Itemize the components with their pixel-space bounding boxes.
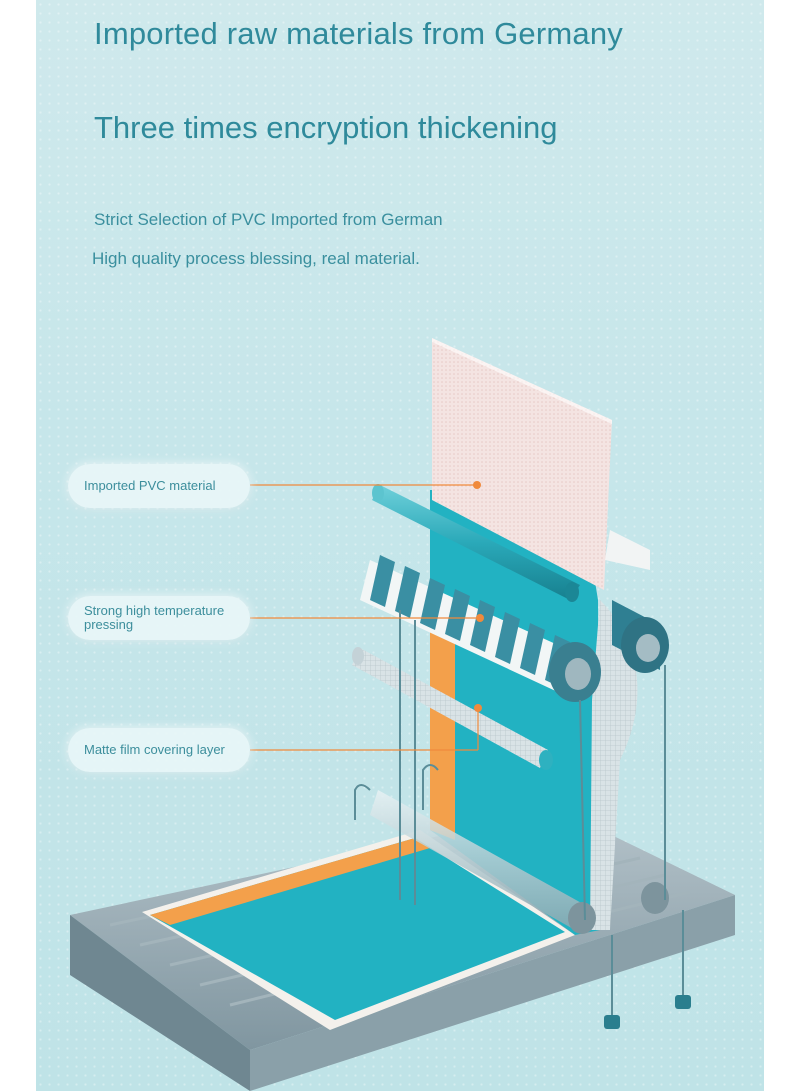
top-roller bbox=[372, 484, 580, 602]
subtext-pvc-selection: Strict Selection of PVC Imported from Ge… bbox=[94, 210, 443, 229]
callout-pvc-material-label: Imported PVC material bbox=[84, 478, 216, 493]
callout-lines bbox=[250, 484, 479, 751]
callout-dots bbox=[473, 481, 484, 712]
callout-pvc-material: Imported PVC material bbox=[68, 464, 250, 508]
grid-film bbox=[590, 600, 638, 930]
teal-film bbox=[430, 490, 600, 935]
right-roller bbox=[612, 600, 669, 673]
laminated-sheet bbox=[142, 830, 575, 1030]
rod-feet bbox=[604, 995, 691, 1029]
heading-encryption-thickening: Three times encryption thickening bbox=[94, 110, 558, 145]
subtext-quality-process: High quality process blessing, real mate… bbox=[92, 249, 420, 268]
striped-roller bbox=[360, 555, 601, 702]
callout-matte-film-label: Matte film covering layer bbox=[84, 742, 225, 757]
white-film bbox=[605, 530, 650, 570]
support-rods bbox=[354, 610, 684, 1020]
callout-high-temperature: Strong high temperature pressing bbox=[68, 596, 250, 640]
pvc-panel bbox=[432, 338, 612, 590]
callout-high-temperature-label: Strong high temperature pressing bbox=[84, 603, 225, 632]
heading-imported-materials: Imported raw materials from Germany bbox=[94, 16, 623, 51]
callout-matte-film: Matte film covering layer bbox=[68, 728, 250, 772]
bottom-roller bbox=[370, 790, 669, 934]
